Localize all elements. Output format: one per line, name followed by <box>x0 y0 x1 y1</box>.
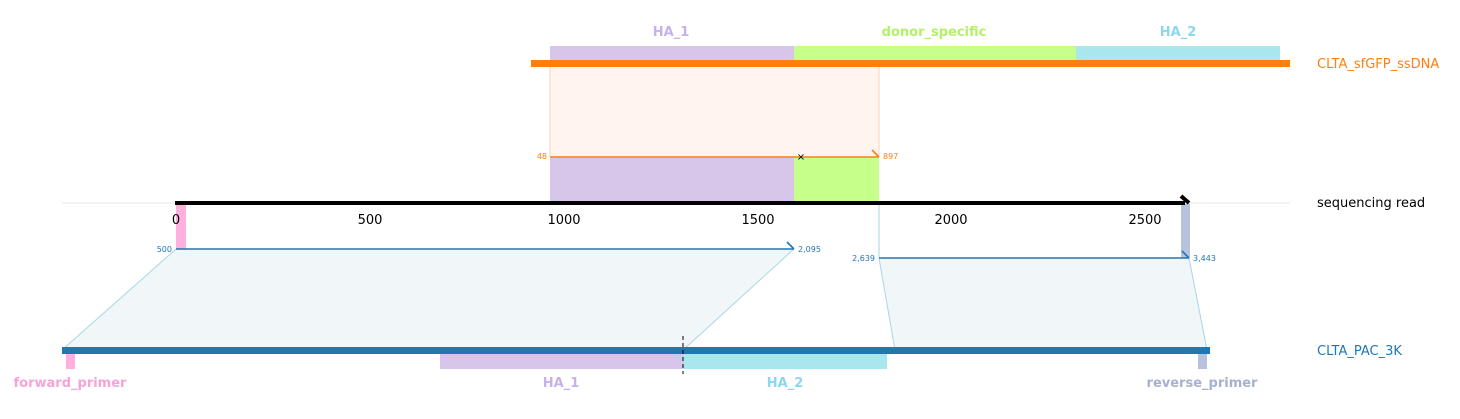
mismatch-marker: × <box>797 152 805 163</box>
ssdna-start-label: 48 <box>537 152 547 161</box>
ssdna-backbone <box>531 60 1290 67</box>
axis-ticks: 0 500 1000 1500 2000 2500 <box>172 213 1162 228</box>
pac-backbone <box>62 347 1210 354</box>
read-direction-arrow <box>1179 194 1191 205</box>
read-fwd-primer-feature <box>176 204 186 249</box>
pac-rev-primer-label: reverse_primer <box>1147 376 1259 391</box>
read-donor-feature <box>794 157 879 202</box>
ssdna-ha1-label: HA_1 <box>653 25 690 40</box>
pac-fwd-primer-feature <box>66 350 75 369</box>
pac-ha1-feature <box>440 350 683 369</box>
read-ha1-feature <box>550 157 794 202</box>
pac-alignment-arrow-2 <box>1181 250 1190 259</box>
pac-track-label: CLTA_PAC_3K <box>1317 344 1402 359</box>
ssdna-ha2-feature <box>1076 46 1280 64</box>
pac-projection-shade-1 <box>62 249 794 350</box>
tick-label-1000: 1000 <box>547 213 580 228</box>
ssdna-ha2-label: HA_2 <box>1160 25 1197 40</box>
pac2-end-label: 3,443 <box>1193 254 1216 263</box>
tick-label-500: 500 <box>358 213 383 228</box>
ssdna-track-label: CLTA_sfGFP_ssDNA <box>1317 57 1439 72</box>
pac-alignment: 500 2,095 2,639 3,443 <box>61 241 1216 351</box>
ssdna-alignment-arrow <box>871 149 880 158</box>
read-track-label: sequencing read <box>1317 196 1425 211</box>
pac-ha2-feature <box>683 350 887 369</box>
pac-ha1-label: HA_1 <box>543 376 580 391</box>
ssdna-track: HA_1 donor_specific HA_2 CLTA_sfGFP_ssDN… <box>531 25 1439 72</box>
ssdna-projection-shade <box>550 67 879 157</box>
pac1-start-label: 500 <box>157 245 172 254</box>
ssdna-end-label: 897 <box>883 152 898 161</box>
tick-label-2500: 2500 <box>1128 213 1161 228</box>
pac-rev-primer-feature <box>1198 350 1207 369</box>
pac-fwd-primer-label: forward_primer <box>14 376 128 391</box>
pac-alignment-arrow-1 <box>786 241 795 250</box>
tick-label-2000: 2000 <box>934 213 967 228</box>
pac-projection-shade-2 <box>879 258 1207 350</box>
ssdna-ha1-feature <box>550 46 794 64</box>
tick-label-1500: 1500 <box>741 213 774 228</box>
pac1-end-label: 2,095 <box>798 245 821 254</box>
tick-label-0: 0 <box>172 213 180 228</box>
ssdna-alignment: 48 897 × <box>537 67 898 202</box>
pac2-start-label: 2,639 <box>852 254 875 263</box>
ssdna-donor-feature <box>794 46 1076 64</box>
pac-ha2-label: HA_2 <box>767 376 804 391</box>
read-rev-primer-feature <box>1181 204 1190 258</box>
pac-track: CLTA_PAC_3K forward_primer HA_1 HA_2 rev… <box>14 336 1402 391</box>
ssdna-donor-label: donor_specific <box>882 25 987 40</box>
read-track: sequencing read 0 500 1000 1500 2000 250… <box>62 194 1425 258</box>
